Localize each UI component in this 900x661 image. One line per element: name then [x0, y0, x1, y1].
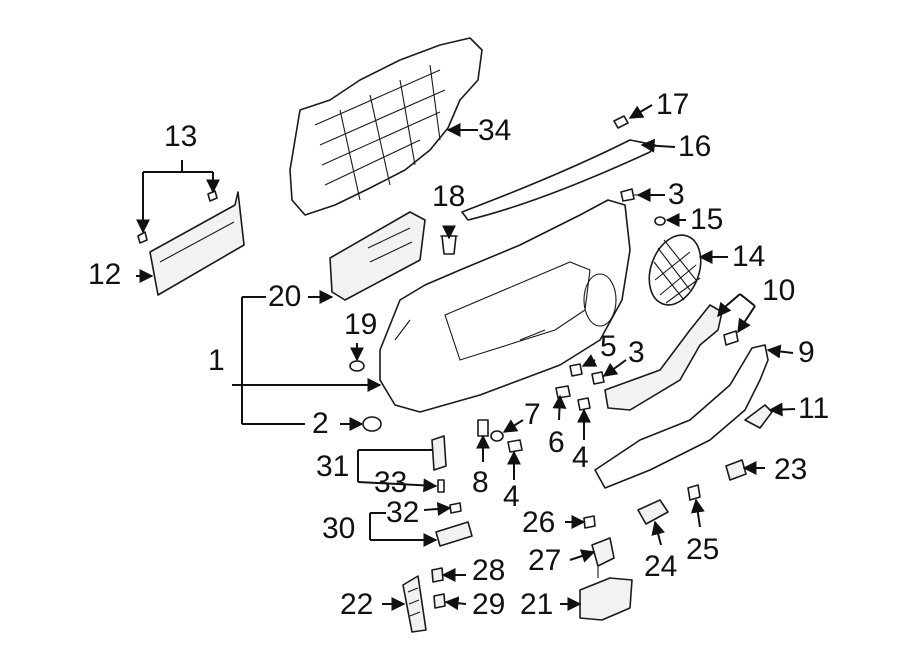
- callout-9: 9: [798, 336, 815, 369]
- callout-1: 1: [208, 344, 225, 377]
- part-19-plug: [349, 360, 365, 372]
- part-33-bulb: [437, 479, 445, 493]
- callout-25: 25: [686, 533, 720, 566]
- part-23-switch: [725, 459, 747, 481]
- callout-33: 33: [374, 466, 408, 499]
- part-4-screw-lower: [507, 439, 523, 453]
- callout-3-upper: 3: [668, 178, 685, 211]
- part-12-trim-insert: [149, 191, 245, 296]
- callout-29: 29: [472, 588, 506, 621]
- part-18-retainer: [440, 235, 458, 255]
- part-25-switch: [687, 484, 701, 501]
- part-32-bulb: [449, 502, 462, 514]
- part-29-switch: [433, 593, 446, 609]
- callout-6: 6: [548, 426, 565, 459]
- part-2-plug: [362, 416, 382, 432]
- leader-lines: [136, 104, 796, 611]
- callout-20: 20: [268, 280, 302, 313]
- part-1-door-trim-panel: [379, 199, 631, 413]
- callout-26: 26: [522, 506, 556, 539]
- part-21-storage-pocket: [579, 577, 633, 621]
- callout-28: 28: [472, 554, 506, 587]
- callout-2: 2: [312, 407, 329, 440]
- callout-19: 19: [344, 308, 378, 341]
- part-30-lamp: [435, 521, 473, 547]
- callout-16: 16: [678, 130, 712, 163]
- callout-32: 32: [386, 496, 420, 529]
- part-14-speaker-grille: [648, 234, 702, 306]
- part-26-clip: [583, 515, 596, 529]
- part-34-sound-pad: [289, 37, 483, 216]
- part-10-handle-bracket: [604, 304, 739, 411]
- callout-17: 17: [656, 88, 690, 121]
- callout-31: 31: [316, 450, 350, 483]
- callout-24: 24: [644, 550, 678, 583]
- part-11-end-cap: [744, 404, 773, 429]
- callout-34: 34: [478, 114, 512, 147]
- part-28-switch: [431, 567, 444, 583]
- callout-10: 10: [762, 274, 796, 307]
- callout-15: 15: [690, 203, 724, 236]
- part-15-washer: [654, 216, 666, 226]
- part-17-clip: [613, 115, 629, 129]
- callout-21: 21: [520, 588, 554, 621]
- callout-3-lower: 3: [628, 336, 645, 369]
- part-27-switch: [591, 537, 615, 578]
- callout-4-lower: 4: [503, 480, 520, 513]
- part-6-clip: [555, 385, 571, 399]
- callout-22: 22: [340, 588, 374, 621]
- callout-27: 27: [528, 544, 562, 577]
- part-24-switch: [637, 499, 669, 525]
- callout-4-upper: 4: [572, 441, 589, 474]
- part-4-screw-upper: [577, 397, 591, 411]
- callout-23: 23: [774, 453, 808, 486]
- part-3-screw-lower: [591, 371, 605, 385]
- callout-18: 18: [432, 180, 466, 213]
- callout-11: 11: [798, 392, 830, 425]
- part-8-clip: [477, 419, 489, 437]
- callout-12: 12: [88, 258, 122, 291]
- part-22-switch-panel: [402, 575, 427, 633]
- callout-8: 8: [472, 466, 489, 499]
- callout-14: 14: [732, 240, 766, 273]
- part-20-armrest-bracket: [329, 211, 426, 301]
- callout-30: 30: [322, 512, 356, 545]
- part-7-washer: [490, 430, 504, 442]
- callout-5: 5: [600, 330, 617, 363]
- part-9-armrest: [594, 344, 769, 489]
- callout-13: 13: [164, 120, 198, 153]
- part-5-screw: [569, 363, 583, 377]
- part-31-switch: [431, 435, 447, 471]
- callout-7: 7: [524, 398, 541, 431]
